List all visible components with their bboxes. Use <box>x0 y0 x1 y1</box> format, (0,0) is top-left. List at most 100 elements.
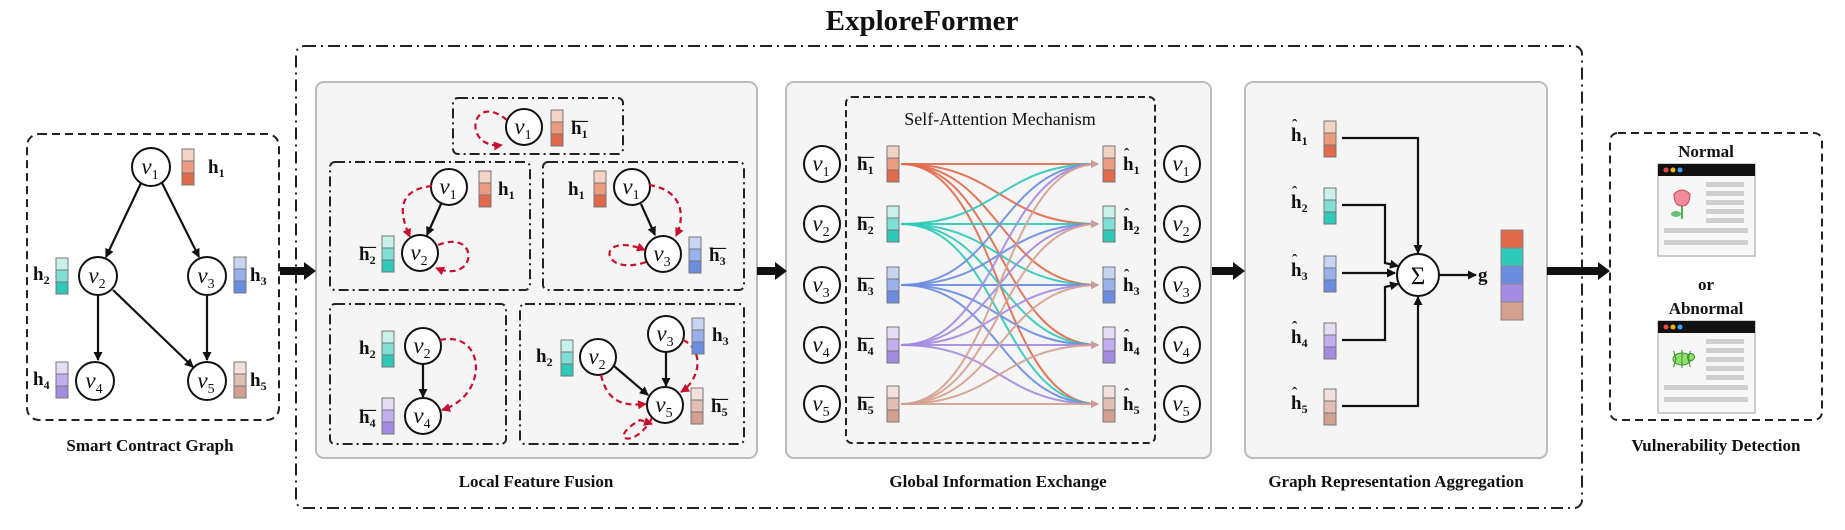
global-right-node-3-circle <box>1163 266 1201 304</box>
agg-vec-5-cell <box>1323 388 1337 402</box>
graph-h5: h5 <box>250 370 267 393</box>
graph-vec-3-cell <box>233 256 247 270</box>
global-right-h-4-accent: ˆ <box>1124 327 1130 344</box>
or-label: or <box>1698 275 1715 294</box>
graph-node-4-circle <box>75 361 115 401</box>
flower-leaf-icon <box>1671 211 1681 217</box>
graph-vec-5-cell <box>233 361 247 375</box>
global-left-node-3-circle <box>803 266 841 304</box>
local-box-v2 <box>329 161 531 291</box>
local3-h3-accent: — <box>709 239 727 256</box>
g-vector-cell <box>1500 229 1524 249</box>
agg-h-2-accent: ˆ <box>1292 184 1298 201</box>
local1-vec-cell <box>550 133 564 147</box>
local1-vec-cell <box>550 109 564 123</box>
agg-edge-2 <box>1342 203 1399 269</box>
local5-vec-2-cell <box>560 351 574 365</box>
global-left-vec-1-cell <box>886 169 900 183</box>
global-right-h-5-accent: ˆ <box>1124 386 1130 403</box>
attn-curve-5-2 <box>900 220 1099 405</box>
global-left-vec-2-cell <box>886 205 900 219</box>
local3-vec-3-cell <box>688 260 702 274</box>
local3-node-1-circle <box>613 168 651 206</box>
graph-node-2-circle <box>78 256 118 296</box>
flow-arrow-4 <box>1547 262 1610 280</box>
global-right-vec-4-cell <box>1102 326 1116 340</box>
agg-h-1-accent: ˆ <box>1292 117 1298 134</box>
local4-vec-2-cell <box>381 342 395 356</box>
agg-vec-3-cell <box>1323 279 1337 293</box>
graph-edge-1-3 <box>161 182 200 258</box>
local2-vec-1-cell <box>478 170 492 184</box>
normal-dot <box>1663 167 1669 173</box>
graph-vec-3-cell <box>233 280 247 294</box>
local3-red-1 <box>648 183 684 237</box>
agg-edge-4 <box>1342 281 1399 342</box>
agg-vec-3-cell <box>1323 255 1337 269</box>
local4-vec-2-cell <box>381 354 395 368</box>
normal-line <box>1664 240 1748 245</box>
agg-h-5-accent: ˆ <box>1292 385 1298 402</box>
local2-edge <box>425 203 443 236</box>
local2-node-2-circle <box>401 234 439 272</box>
abnormal-dot <box>1663 324 1669 330</box>
normal-line <box>1664 228 1748 233</box>
abnormal-titlebar <box>1658 321 1755 333</box>
agg-vec-1-cell <box>1323 120 1337 134</box>
local-panel-caption: Local Feature Fusion <box>459 472 614 491</box>
local5-vec-3-cell <box>691 329 705 343</box>
agg-vec-4-cell <box>1323 334 1337 348</box>
sum-symbol: Σ <box>1411 263 1426 290</box>
diagram-title: ExploreFormer <box>826 5 1019 37</box>
graph-vec-5-cell <box>233 373 247 387</box>
global-right-vec-1-cell <box>1102 145 1116 159</box>
global-left-vec-4-cell <box>886 326 900 340</box>
abnormal-dot <box>1670 324 1676 330</box>
global-right-vec-3-cell <box>1102 266 1116 280</box>
local3-vec-1-cell <box>593 194 607 208</box>
graph-h1: h1 <box>208 157 225 180</box>
global-right-h-3-accent: ˆ <box>1124 267 1130 284</box>
graph-vec-4-cell <box>55 385 69 399</box>
global-left-h-4-accent: — <box>857 329 875 346</box>
graph-h2: h2 <box>33 264 50 287</box>
global-left-node-4-circle <box>803 326 841 364</box>
global-right-vec-5-cell <box>1102 397 1116 411</box>
global-left-vec-3-cell <box>886 278 900 292</box>
bug-leg-icon <box>1687 358 1691 368</box>
local3-vec-3-cell <box>688 248 702 262</box>
agg-vec-1-cell <box>1323 144 1337 158</box>
attention-label: Self-Attention Mechanism <box>904 109 1095 129</box>
global-left-vec-1-cell <box>886 145 900 159</box>
global-right-vec-2-cell <box>1102 229 1116 243</box>
local2-vec-2-cell <box>381 259 395 273</box>
local1-self-loop <box>474 110 508 151</box>
global-left-node-1-circle <box>803 145 841 183</box>
agg-vec-5-cell <box>1323 412 1337 426</box>
g-vector-cell <box>1500 247 1524 267</box>
flow-arrow-2 <box>757 262 787 280</box>
g-vector-cell <box>1500 283 1524 303</box>
global-left-node-5-circle <box>803 385 841 423</box>
agg-vec-3-cell <box>1323 267 1337 281</box>
graph-vec-1-cell <box>181 148 195 162</box>
local2-vec-2-cell <box>381 235 395 249</box>
global-right-vec-5-cell <box>1102 409 1116 423</box>
detect-panel-caption: Vulnerability Detection <box>1632 436 1801 455</box>
attn-curve-3-1 <box>900 160 1099 286</box>
g-vector-cell <box>1500 301 1524 321</box>
local2-h2-accent: — <box>359 238 377 255</box>
local-box-v3 <box>542 161 745 291</box>
graph-h3: h3 <box>250 265 267 288</box>
graph-node-5-circle <box>187 361 227 401</box>
attn-curve-4-1 <box>900 160 1099 346</box>
bug-leg-icon <box>1673 358 1677 368</box>
flower-icon <box>1673 189 1691 207</box>
global-left-vec-4-cell <box>886 338 900 352</box>
global-left-vec-3-cell <box>886 290 900 304</box>
local5-node-2-circle <box>579 338 617 376</box>
graph-vec-2-cell <box>55 257 69 271</box>
local1-vec-cell <box>550 121 564 135</box>
local2-vec-1-cell <box>478 182 492 196</box>
local5-vec-3-cell <box>691 317 705 331</box>
